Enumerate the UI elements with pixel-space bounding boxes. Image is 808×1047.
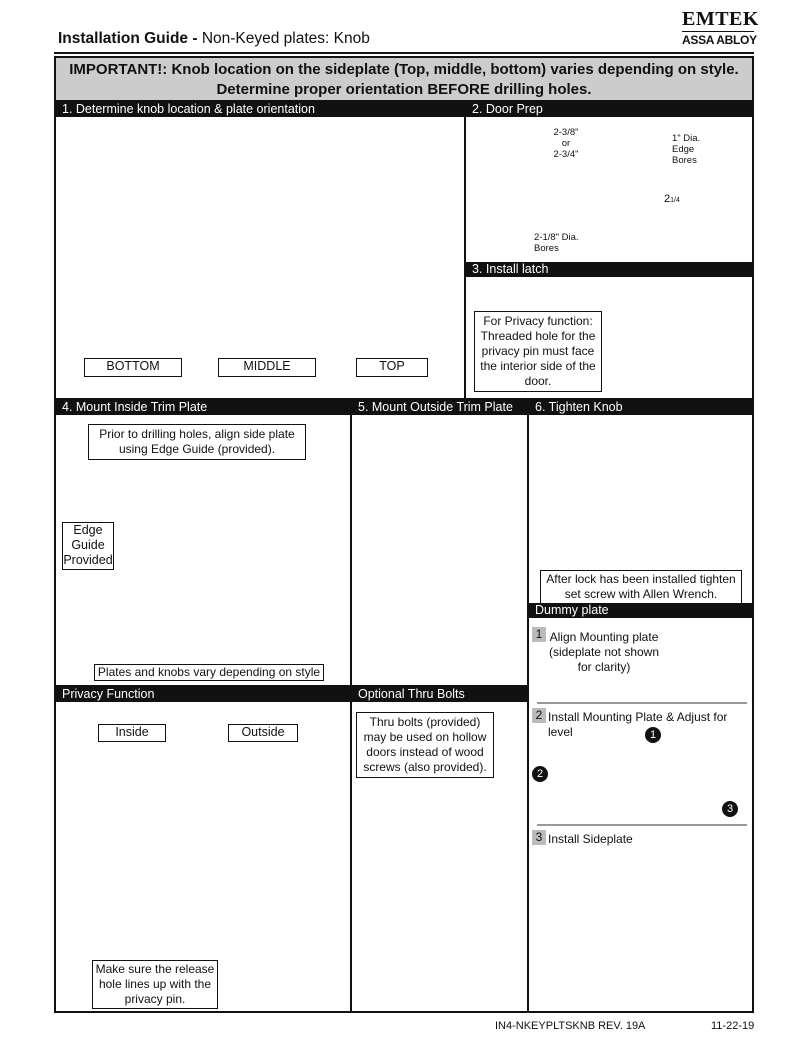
section-6-title: 6. Tighten Knob [529, 400, 752, 415]
divider-h-mid [56, 398, 752, 400]
dummy-step-1-number: 1 [532, 627, 546, 642]
brand-divider [682, 31, 754, 32]
label-bottom: BOTTOM [84, 358, 182, 377]
thru-bolts-note: Thru bolts (provided) may be used on hol… [356, 712, 494, 778]
callout-3: 3 [722, 801, 738, 817]
callout-1: 1 [645, 727, 661, 743]
dummy-step-3-text: Install Sideplate [548, 832, 633, 846]
dim-height: 21/4 [664, 193, 680, 205]
label-inside: Inside [98, 724, 166, 742]
label-top: TOP [356, 358, 428, 377]
dummy-step-2-text: Install Mounting Plate & Adjust for leve… [548, 710, 728, 739]
divider-h-lower [56, 685, 527, 687]
privacy-latch-note: For Privacy function: Threaded hole for … [474, 311, 602, 392]
header-rule [54, 52, 754, 54]
edge-guide-note: Prior to drilling holes, align side plat… [88, 424, 306, 460]
inside-plate-left [119, 474, 183, 641]
divider-v-top [464, 102, 466, 400]
top-plate [363, 171, 403, 309]
section-1-title: 1. Determine knob location & plate orien… [56, 102, 464, 117]
inside-plate-right [259, 471, 323, 641]
middle-plate [237, 184, 269, 325]
dim-bore: 2-1/8" Dia. Bores [534, 232, 579, 254]
bore-hole [587, 182, 613, 214]
privacy-title: Privacy Function [56, 687, 350, 702]
page-title: Installation Guide - Non-Keyed plates: K… [58, 30, 370, 47]
callout-2: 2 [532, 766, 548, 782]
arrow-right-icon [204, 553, 253, 575]
section-3-title: 3. Install latch [466, 262, 752, 277]
dummy-rule-1 [537, 702, 747, 704]
banner-line-2: Determine proper orientation BEFORE dril… [216, 81, 592, 98]
important-banner: IMPORTANT!: Knob location on the sidepla… [56, 58, 752, 102]
section-4-title: 4. Mount Inside Trim Plate [56, 400, 350, 415]
release-hole-note: Make sure the release hole lines up with… [92, 960, 218, 1009]
dummy-rule-2 [537, 824, 747, 826]
brand-logo: EMTEK [682, 8, 759, 30]
dummy-step-2-number: 2 [532, 708, 546, 723]
banner-line-1: IMPORTANT!: Knob location on the sidepla… [69, 61, 739, 78]
dim-edge-bore: 1" Dia. Edge Bores [672, 133, 701, 166]
dummy-step-3-number: 3 [532, 830, 546, 845]
edge-guide-label: Edge Guide Provided [62, 522, 114, 570]
section-2-title: 2. Door Prep [466, 102, 752, 117]
divider-v-right [527, 400, 529, 1011]
middle-knob [224, 230, 262, 262]
bottom-knob [89, 262, 127, 294]
plates-vary-note: Plates and knobs vary depending on style [94, 664, 324, 681]
label-middle: MIDDLE [218, 358, 316, 377]
brand-sub-logo: ASSA ABLOY [682, 33, 757, 47]
guide-frame [54, 56, 754, 1013]
tighten-note: After lock has been installed tighten se… [540, 570, 742, 604]
section-5-title: 5. Mount Outside Trim Plate [352, 400, 527, 415]
doc-date: 11-22-19 [711, 1020, 755, 1032]
label-outside: Outside [228, 724, 298, 742]
divider-v-left [350, 400, 352, 1011]
dim-backset: 2-3/8" or 2-3/4" [553, 127, 579, 160]
thru-bolts-title: Optional Thru Bolts [352, 687, 527, 702]
allen-wrench [589, 547, 613, 569]
dummy-step-1-text: Align Mounting plate (sideplate not show… [548, 630, 660, 674]
knob [603, 515, 641, 553]
dummy-title: Dummy plate [529, 603, 752, 618]
doc-id: IN4-NKEYPLTSKNB REV. 19A [495, 1020, 646, 1032]
outside-plate [435, 457, 475, 637]
top-knob [349, 181, 391, 219]
